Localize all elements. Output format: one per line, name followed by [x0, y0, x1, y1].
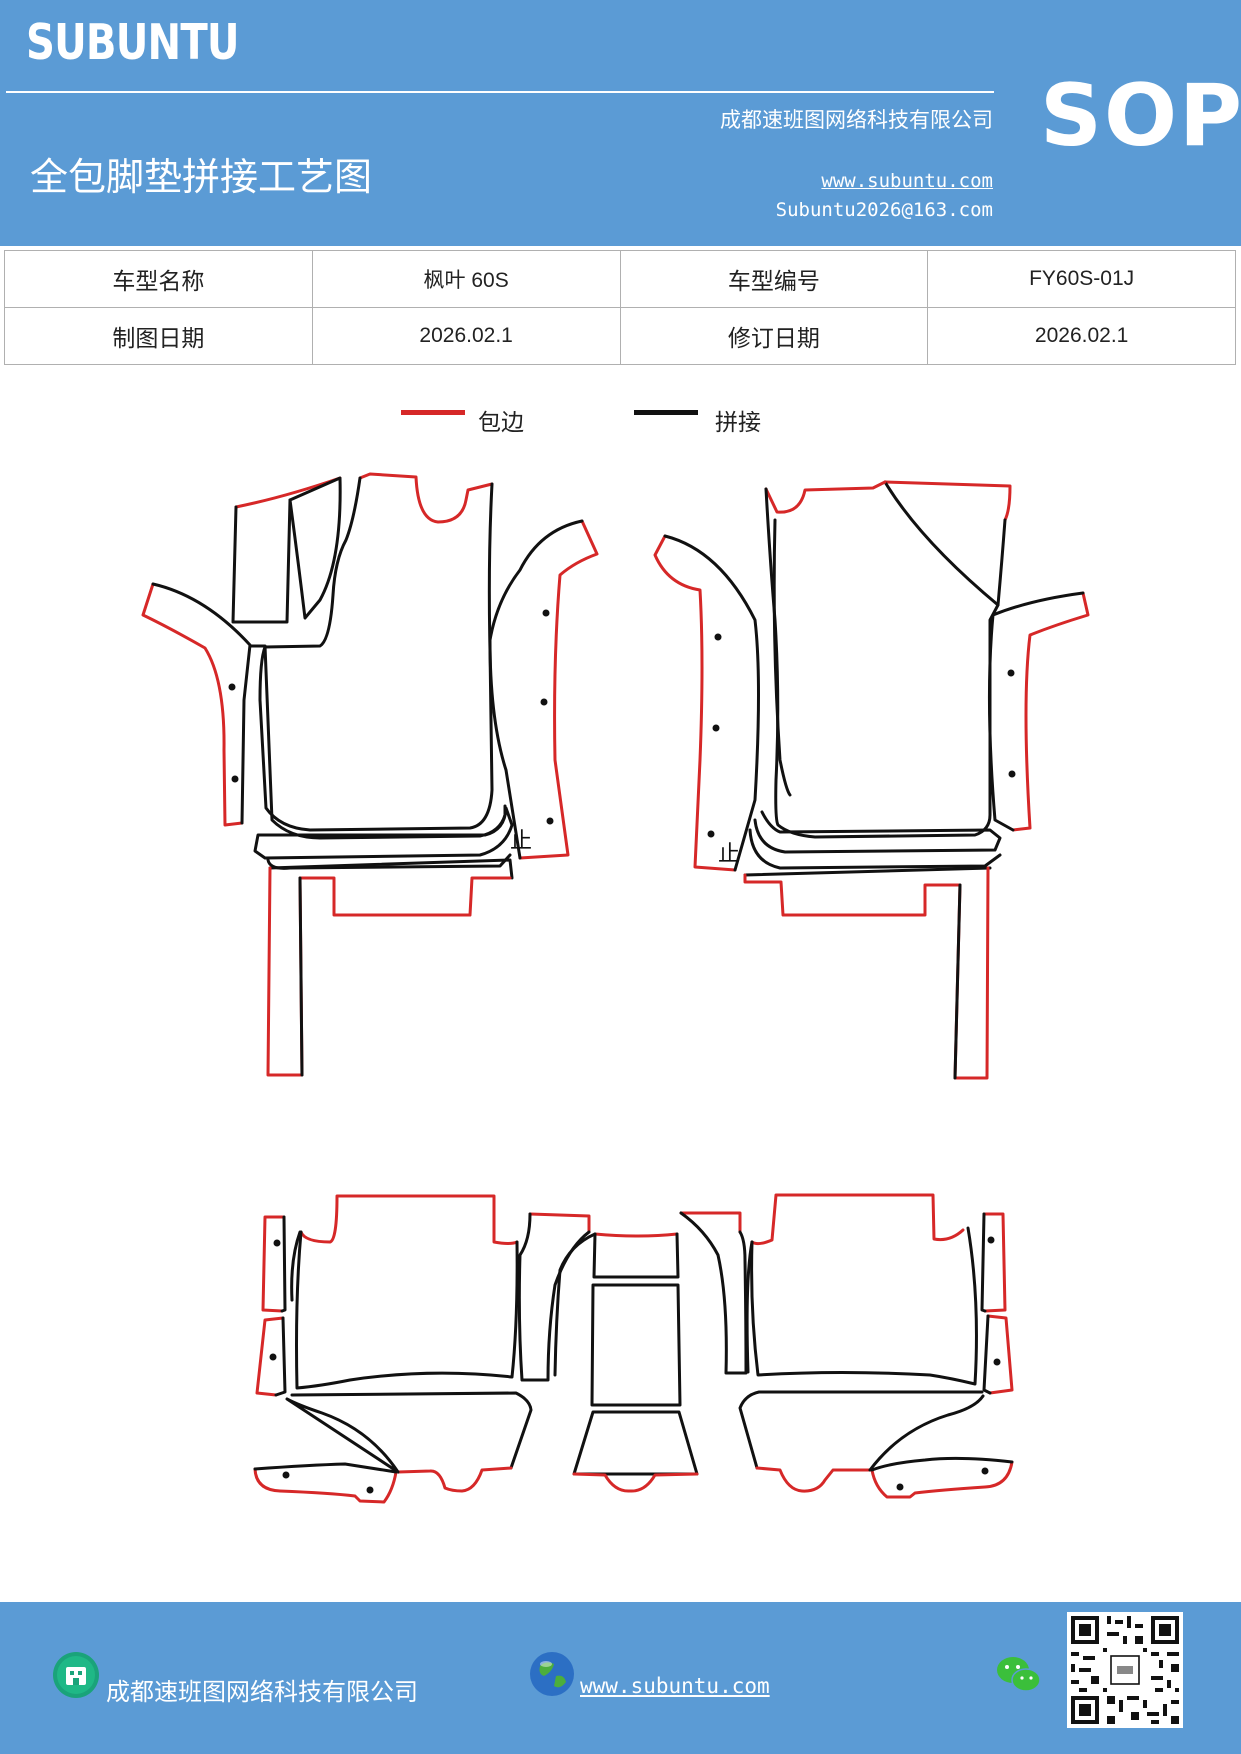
legend-label-edging: 包边 — [478, 410, 524, 436]
table-row: 制图日期 2026.02.1 修订日期 2026.02.1 — [4, 307, 1236, 365]
cell-draw-date-label: 制图日期 — [4, 307, 313, 365]
info-table: 车型名称 枫叶 60S 车型编号 FY60S-01J 制图日期 2026.02.… — [4, 250, 1236, 365]
stop-label-left: 止 — [510, 829, 532, 854]
stop-label-right: 止 — [718, 842, 740, 867]
cell-revise-date: 2026.02.1 — [927, 307, 1236, 365]
header-divider — [6, 91, 994, 93]
qr-code — [1067, 1612, 1183, 1728]
legend-red-line — [401, 410, 465, 415]
globe-icon — [530, 1652, 574, 1696]
rear-center-mat — [553, 1211, 748, 1493]
footer: 成都速班图网络科技有限公司 www.subuntu.com — [0, 1602, 1241, 1754]
header: SUBUNTU SOP 全包脚垫拼接工艺图 成都速班图网络科技有限公司 www.… — [0, 0, 1241, 246]
cell-revise-date-label: 修订日期 — [619, 307, 929, 365]
page-title: 全包脚垫拼接工艺图 — [30, 155, 373, 199]
floor-mat-diagram: 止 止 — [141, 472, 1090, 1504]
wechat-icon[interactable] — [995, 1654, 1043, 1696]
cell-model-name-label: 车型名称 — [4, 250, 313, 308]
table-row: 车型名称 枫叶 60S 车型编号 FY60S-01J — [4, 250, 1236, 308]
company-name: 成都速班图网络科技有限公司 — [720, 108, 993, 132]
cell-model-name: 枫叶 60S — [311, 250, 621, 308]
rear-right-mat — [738, 1193, 1014, 1499]
rear-left-mat — [253, 1194, 591, 1504]
front-left-mat: 止 — [141, 472, 599, 1077]
legend-black-line — [634, 410, 698, 415]
qr-code-pattern — [1067, 1612, 1183, 1728]
website-link[interactable]: www.subuntu.com — [821, 170, 993, 192]
cell-model-code-label: 车型编号 — [619, 250, 929, 308]
brand-logo: SUBUNTU — [26, 14, 240, 71]
email-address: Subuntu2026@163.com — [775, 199, 993, 221]
footer-company: 成都速班图网络科技有限公司 — [106, 1678, 418, 1706]
legend-label-splice: 拼接 — [715, 410, 761, 436]
building-icon — [53, 1652, 99, 1698]
footer-website-link[interactable]: www.subuntu.com — [580, 1674, 770, 1698]
sop-label: SOP — [1040, 66, 1241, 166]
cell-model-code: FY60S-01J — [927, 250, 1236, 308]
cell-draw-date: 2026.02.1 — [311, 307, 621, 365]
front-right-mat: 止 — [653, 480, 1090, 1080]
